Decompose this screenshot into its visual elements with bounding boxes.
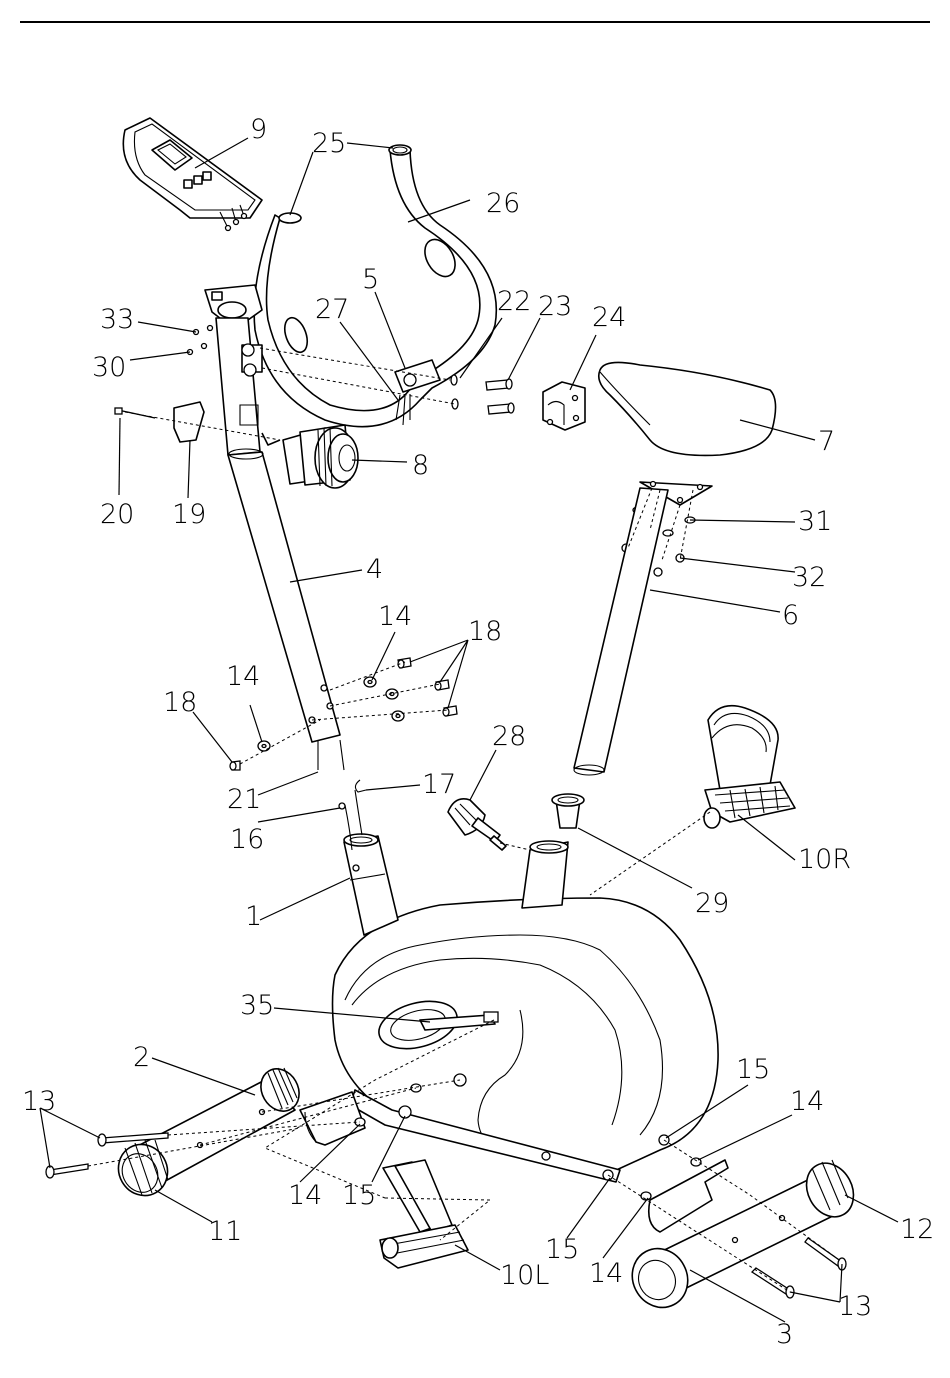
label-6: 6	[782, 600, 799, 631]
label-10L: 10L	[500, 1260, 549, 1291]
label-26: 26	[486, 188, 520, 219]
label-24: 24	[592, 302, 626, 333]
pop-pin-part-28	[448, 799, 506, 850]
label-18-right: 18	[468, 616, 502, 647]
label-14-post-left: 14	[226, 661, 260, 692]
label-17: 17	[422, 769, 456, 800]
label-33: 33	[100, 304, 134, 335]
label-14-post-upper: 14	[378, 601, 412, 632]
label-18-left: 18	[163, 687, 197, 718]
label-32: 32	[792, 562, 826, 593]
label-31: 31	[798, 506, 832, 537]
front-stabilizer-part-2	[109, 1062, 306, 1205]
label-1: 1	[245, 901, 262, 932]
label-29: 29	[695, 888, 729, 919]
label-21: 21	[227, 784, 261, 815]
label-5: 5	[362, 264, 379, 295]
label-11: 11	[208, 1216, 242, 1247]
label-19: 19	[172, 499, 206, 530]
label-7: 7	[818, 426, 835, 457]
pedal-part-10L	[380, 1160, 468, 1268]
seat-post-part-6	[574, 488, 668, 775]
label-10R: 10R	[798, 844, 851, 875]
label-4: 4	[366, 554, 383, 585]
rear-stabilizer-part-3	[622, 1155, 862, 1317]
seat-tube-socket	[522, 841, 568, 908]
label-35: 35	[240, 990, 274, 1021]
tension-knob-part-8	[283, 425, 358, 488]
label-12: 12	[900, 1214, 934, 1245]
label-27: 27	[315, 294, 349, 325]
label-15-bottom: 15	[545, 1234, 579, 1265]
label-2: 2	[133, 1042, 150, 1073]
label-30: 30	[92, 352, 126, 383]
label-25: 25	[312, 128, 346, 159]
label-28: 28	[492, 721, 526, 752]
label-3: 3	[776, 1319, 793, 1350]
label-14-rear-lower: 14	[589, 1258, 623, 1289]
main-frame-housing	[333, 898, 719, 1182]
label-23: 23	[538, 291, 572, 322]
label-22: 22	[497, 286, 531, 317]
bushing-part-29	[552, 794, 584, 828]
pedal-part-10R	[704, 706, 795, 828]
front-bracket	[300, 1092, 365, 1145]
seat-part-7	[599, 362, 776, 455]
label-14-front: 14	[288, 1180, 322, 1211]
label-20: 20	[100, 499, 134, 530]
label-16: 16	[230, 824, 264, 855]
label-9: 9	[250, 114, 267, 145]
label-8: 8	[412, 450, 429, 481]
rear-bracket	[649, 1160, 728, 1232]
label-15-rear: 15	[736, 1054, 770, 1085]
label-15-front: 15	[342, 1180, 376, 1211]
label-14-rear-upper: 14	[790, 1086, 824, 1117]
label-13-rear: 13	[838, 1291, 872, 1322]
console-part-9	[123, 118, 262, 231]
label-13-front: 13	[22, 1086, 56, 1117]
